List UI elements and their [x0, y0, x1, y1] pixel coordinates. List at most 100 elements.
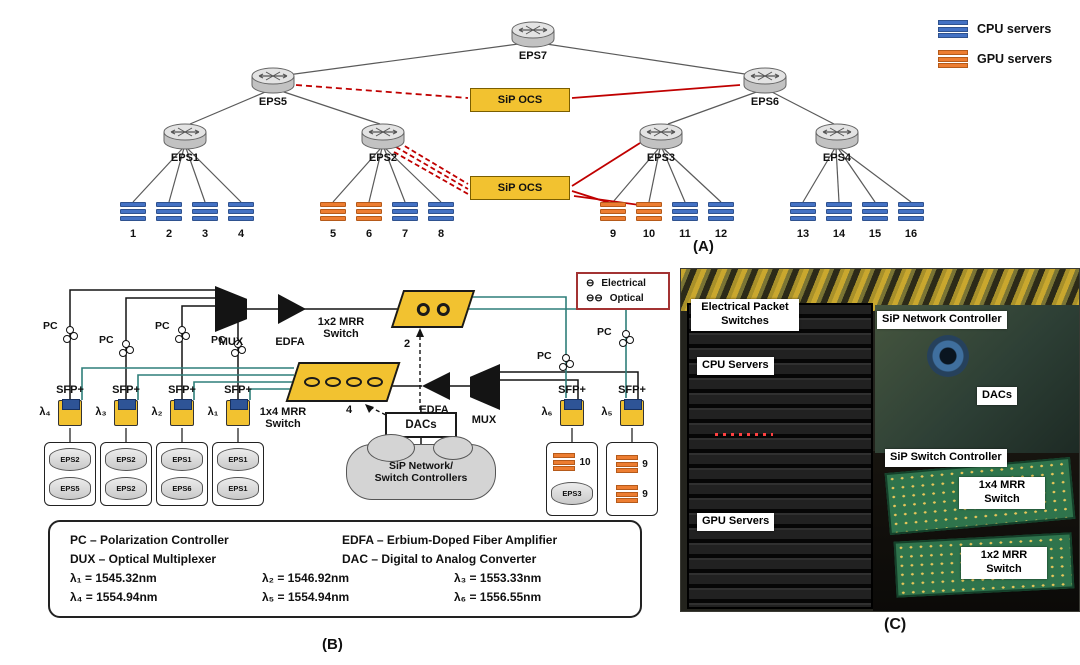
cloud-line1: SiP Network/: [389, 460, 453, 472]
server-number: 10: [642, 228, 656, 240]
lambda-label: λ₆: [541, 406, 553, 418]
pc-label: PC: [155, 320, 170, 332]
photo-label-1x2-mrr-switch: 1x2 MRR Switch: [961, 547, 1047, 579]
1x4-label-line2: Switch: [265, 418, 301, 430]
sfp-module-icon: [170, 399, 194, 426]
optical-symbol: ⊖⊖: [586, 293, 603, 304]
node-number: 10: [579, 456, 591, 468]
sfp-label: SFP+: [224, 384, 252, 396]
gpu-server-icon: [616, 455, 639, 473]
panel-b-caption: (B): [322, 636, 343, 653]
server-disk-stack: EPS1 EPS6: [156, 442, 208, 506]
lambda-label: λ₃: [95, 406, 107, 418]
server-number: 7: [401, 228, 409, 240]
cloud-line2: Switch Controllers: [374, 472, 468, 484]
electrical-legend-row: ⊖ Electrical: [586, 278, 660, 289]
mux-label: MUX: [218, 336, 244, 348]
legend-gpu-row: GPU servers: [938, 50, 1052, 68]
dacs-box: DACs: [385, 412, 457, 438]
hardware-photo: Electrical Packet Switches SiP Network C…: [680, 268, 1080, 612]
edfa-icon: [422, 372, 450, 400]
gpu-server-stack: 9 9: [606, 442, 658, 516]
eps5-switch-icon: [250, 66, 296, 96]
photo-label-electrical-packet-switches: Electrical Packet Switches: [691, 299, 799, 331]
pc-label: PC: [211, 334, 226, 346]
server-icon: 8: [428, 202, 454, 240]
eps7-switch-icon: [510, 20, 556, 50]
controller-board: [875, 305, 1079, 453]
polarization-controller-icon: [175, 326, 191, 344]
eps1-switch-icon: [162, 122, 208, 152]
server-icon: 7: [392, 202, 418, 240]
sfp-module-icon: [58, 399, 82, 426]
server-icon: 2: [156, 202, 182, 240]
1x4-label-line1: 1x4 MRR: [259, 406, 307, 418]
1x2-label-line2: Switch: [323, 328, 359, 340]
server-icon: 4: [228, 202, 254, 240]
server-number: 1: [129, 228, 137, 240]
eps6-switch-icon: [742, 66, 788, 96]
eps-disk: EPS5: [49, 476, 91, 500]
sfp-label: SFP+: [168, 384, 196, 396]
eps2-label: EPS2: [368, 152, 398, 164]
photo-label-cpu-servers: CPU Servers: [697, 357, 774, 375]
sip-ocs-box-bottom: SiP OCS: [470, 176, 570, 200]
server-number: 11: [679, 228, 691, 240]
sfp-module-icon: [114, 399, 138, 426]
eps1-label: EPS1: [170, 152, 200, 164]
eps6-label: EPS6: [750, 96, 780, 108]
server-number: 3: [201, 228, 209, 240]
server-number: 15: [868, 228, 882, 240]
sfp-module-icon: [560, 399, 584, 426]
photo-label-gpu-servers: GPU Servers: [697, 513, 775, 531]
server-number: 14: [832, 228, 846, 240]
cpu-server-icon: [938, 20, 968, 38]
1x4-mrr-switch-label: 1x4 MRR Switch: [250, 406, 316, 430]
server-number: 13: [796, 228, 810, 240]
lambda-label: λ₅: [601, 406, 613, 418]
server-icon: 12: [708, 202, 734, 240]
lambda-label: λ₁: [207, 406, 219, 418]
port-count-2: 2: [404, 338, 411, 350]
eps4-label: EPS4: [822, 152, 852, 164]
sip-ocs-box-top: SiP OCS: [470, 88, 570, 112]
sip-network-controllers-cloud: SiP Network/ Switch Controllers: [346, 434, 496, 500]
server-disk-stack: EPS2 EPS5: [44, 442, 96, 506]
panel-a-legend: CPU servers GPU servers: [938, 20, 1052, 68]
gpu-node: 9: [616, 455, 648, 473]
legend-cpu-label: CPU servers: [977, 22, 1052, 36]
eps-disk: EPS6: [161, 476, 203, 500]
server-icon: 1: [120, 202, 146, 240]
legend-lambda5: λ₅ = 1554.94nm: [262, 590, 350, 604]
legend-lambda6: λ₆ = 1556.55nm: [454, 590, 542, 604]
sfp-module-icon: [226, 399, 250, 426]
server-icon: 10: [636, 202, 662, 240]
node-number: 9: [642, 488, 648, 500]
panel-a-caption: (A): [693, 238, 714, 255]
server-number: 4: [237, 228, 245, 240]
port-count-4: 4: [346, 404, 353, 416]
lambda-label: λ₄: [39, 406, 51, 418]
eps-disk: EPS1: [217, 476, 259, 500]
electrical-symbol: ⊖: [586, 278, 595, 289]
pc-label: PC: [99, 334, 114, 346]
signal-type-legend: ⊖ Electrical ⊖⊖ Optical: [576, 272, 670, 310]
eps2-switch-icon: [360, 122, 406, 152]
gpu-server-stack: 10 EPS3: [546, 442, 598, 516]
eps-disk: EPS2: [105, 448, 147, 472]
server-icon: 13: [790, 202, 816, 240]
polarization-controller-icon: [231, 340, 247, 358]
photo-label-dacs: DACs: [977, 387, 1017, 405]
legend-pc: PC – Polarization Controller: [70, 533, 229, 547]
gpu-node: 9: [616, 485, 648, 503]
photo-label-sip-network-controller: SiP Network Controller: [877, 311, 1007, 329]
server-icon: 9: [600, 202, 626, 240]
electrical-label: Electrical: [601, 278, 646, 289]
eps5-label: EPS5: [258, 96, 288, 108]
legend-lambda2: λ₂ = 1546.92nm: [262, 571, 350, 585]
gpu-server-icon: [938, 50, 968, 68]
edfa-icon: [278, 294, 306, 324]
eps-disk: EPS3: [551, 481, 593, 505]
server-icon: 3: [192, 202, 218, 240]
server-icon: 5: [320, 202, 346, 240]
